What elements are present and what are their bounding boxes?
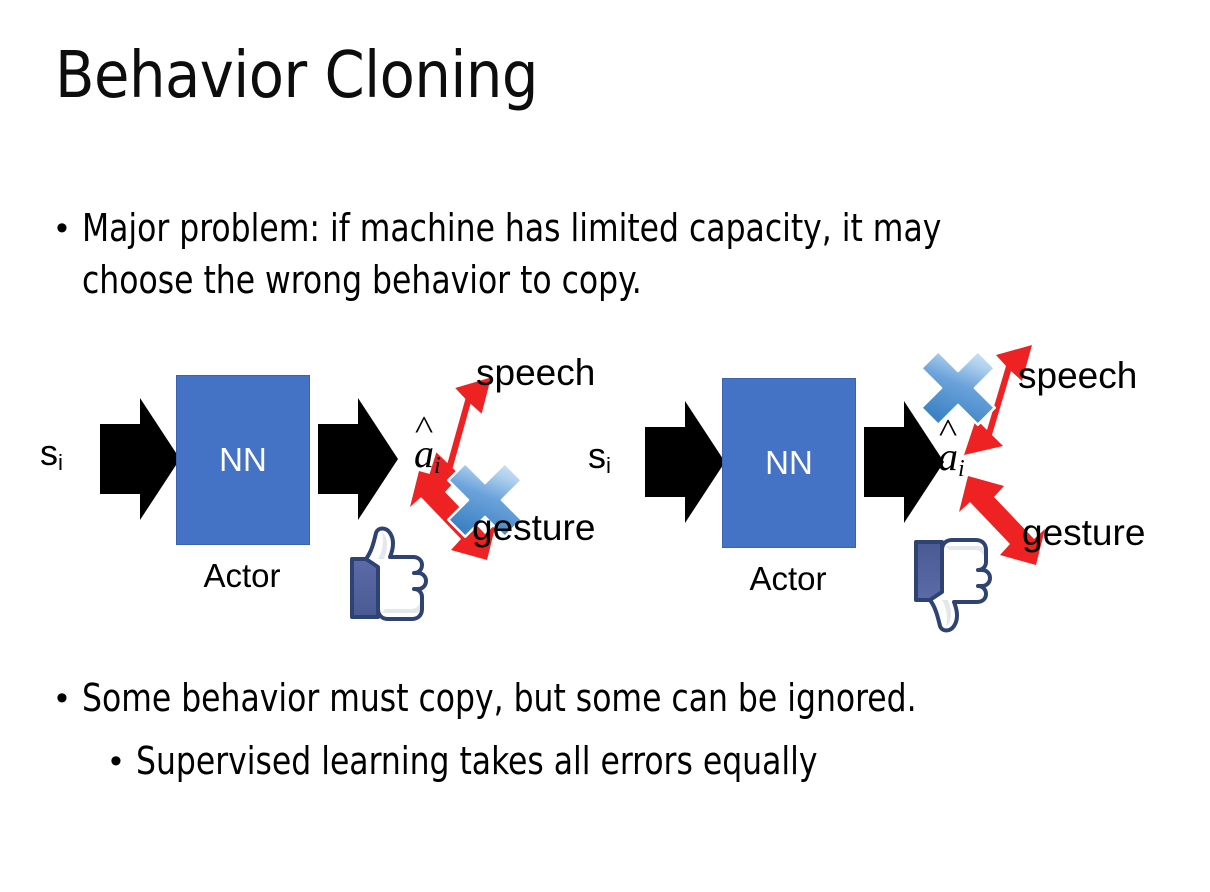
left-branch-label-gesture: gesture (472, 507, 596, 548)
right-speech-cross-icon (919, 349, 997, 427)
left-branch-label-speech: speech (476, 352, 596, 393)
page-title: Behavior Cloning (55, 39, 538, 113)
left-input-arrow-icon (100, 398, 180, 520)
right-input-arrow-icon (645, 401, 725, 523)
left-nn-box: NN (176, 375, 310, 545)
right-branch-label-speech: speech (1018, 355, 1138, 396)
bullet-item-some-behavior: • Some behavior must copy, but some can … (56, 672, 1166, 724)
right-output-label: ai (938, 433, 965, 483)
left-actor-caption: Actor (203, 557, 281, 594)
bullet-marker-icon: • (56, 679, 68, 717)
bullet-item-major-problem: • Major problem: if machine has limited … (56, 202, 1116, 306)
left-output-label: ai (414, 430, 441, 480)
right-output-arrow-icon (864, 401, 944, 523)
left-input-label: si (40, 432, 63, 475)
right-actor-caption: Actor (749, 560, 827, 597)
thumbs-up-icon (350, 526, 428, 621)
bullet-item-supervised-learning: • Supervised learning takes all errors e… (110, 735, 1170, 787)
thumbs-down-icon (914, 538, 992, 633)
right-nn-box-label: NN (765, 444, 813, 481)
bullet-text: Some behavior must copy, but some can be… (82, 676, 917, 720)
bullet-text: Supervised learning takes all errors equ… (136, 739, 818, 783)
right-branch-label-gesture: gesture (1022, 512, 1146, 553)
right-nn-box: NN (722, 378, 856, 548)
left-nn-box-label: NN (219, 441, 267, 478)
bullet-marker-icon: • (56, 209, 68, 247)
bullet-marker-icon: • (110, 742, 122, 780)
bullet-text: Major problem: if machine has limited ca… (82, 206, 942, 302)
left-output-arrow-icon (318, 398, 398, 520)
right-input-label: si (588, 435, 611, 478)
